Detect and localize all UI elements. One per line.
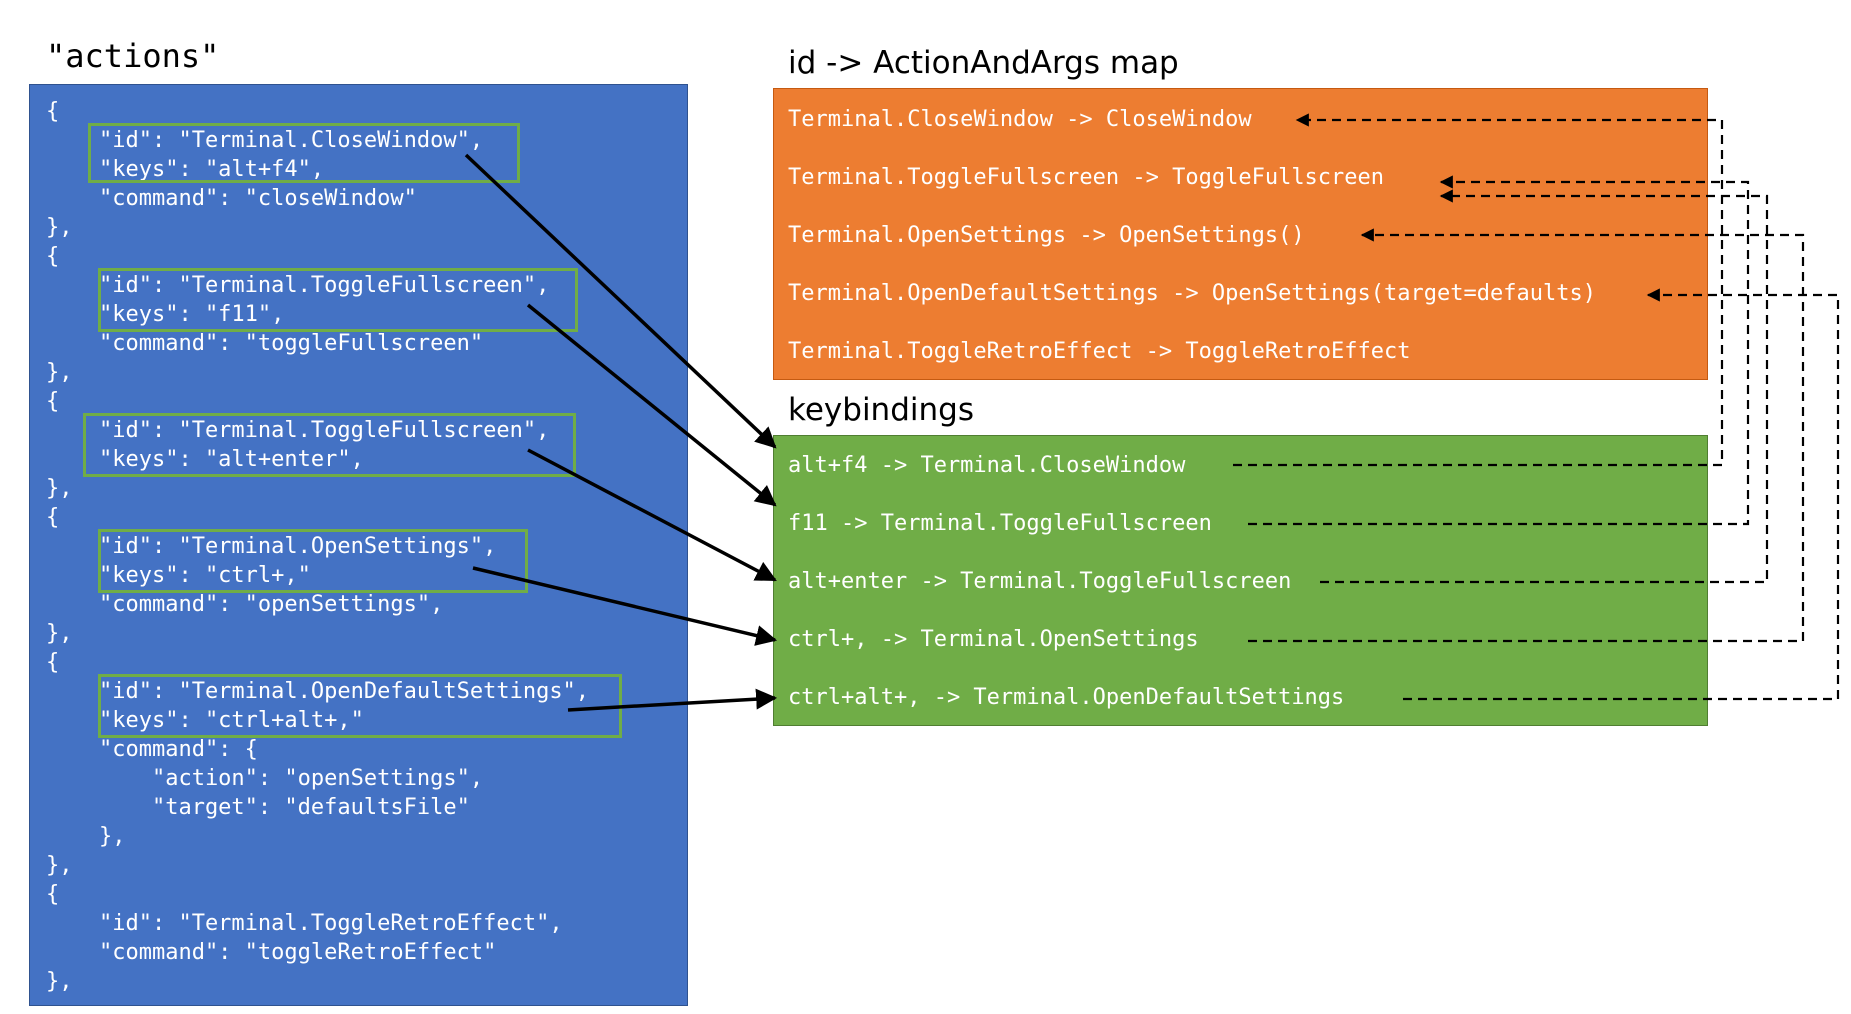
arrow-action-togglefullscreen-enter — [527, 448, 777, 582]
code-line: "command": { — [46, 737, 258, 762]
code-line: }, — [46, 360, 73, 385]
code-line: "command": "openSettings", — [46, 592, 444, 617]
code-line: "id": "Terminal.CloseWindow", — [46, 128, 484, 153]
code-line: "target": "defaultsFile" — [46, 795, 470, 820]
code-line: "id": "Terminal.OpenDefaultSettings", — [46, 679, 590, 704]
code-line: "keys": "ctrl+," — [46, 563, 311, 588]
keybindings-title: keybindings — [788, 392, 974, 428]
code-line: { — [46, 650, 60, 675]
code-line: { — [46, 882, 60, 907]
dashed-link-opensettings — [1248, 228, 1805, 643]
code-line: "command": "toggleRetroEffect" — [46, 940, 497, 965]
dashed-link-togglefullscreen-enter — [1320, 189, 1769, 584]
code-line: "id": "Terminal.ToggleFullscreen", — [46, 418, 550, 443]
code-line: }, — [46, 621, 73, 646]
highlight-box-opensettings — [98, 529, 528, 593]
keybinding-entry: alt+enter -> Terminal.ToggleFullscreen — [788, 569, 1292, 594]
code-line: }, — [46, 853, 73, 878]
map-entry: Terminal.OpenDefaultSettings -> OpenSett… — [788, 281, 1596, 306]
code-line: "keys": "alt+enter", — [46, 447, 364, 472]
code-line: { — [46, 505, 60, 530]
code-line: "keys": "alt+f4", — [46, 157, 325, 182]
code-line: }, — [46, 824, 126, 849]
highlight-box-togglefullscreen-enter — [83, 413, 576, 477]
code-line: "id": "Terminal.OpenSettings", — [46, 534, 497, 559]
code-line: { — [46, 389, 60, 414]
highlight-box-closewindow — [88, 123, 520, 183]
arrow-action-opensettings — [472, 566, 778, 646]
dashed-link-opendefaultsettings — [1403, 288, 1840, 701]
code-line: "command": "closeWindow" — [46, 186, 417, 211]
actions-title: "actions" — [46, 37, 220, 75]
code-line: }, — [46, 476, 73, 501]
arrow-action-opendefaultsettings — [567, 688, 778, 712]
arrow-action-togglefullscreen-f11 — [526, 303, 777, 507]
code-line: "command": "toggleFullscreen" — [46, 331, 484, 356]
map-entry: Terminal.ToggleRetroEffect -> ToggleRetr… — [788, 339, 1411, 364]
map-entry: Terminal.ToggleFullscreen -> ToggleFulls… — [788, 165, 1385, 190]
code-line: }, — [46, 215, 73, 240]
actions-panel: { "id": "Terminal.CloseWindow", "keys": … — [29, 84, 688, 1006]
dashed-link-togglefullscreen-f11 — [1248, 175, 1750, 526]
map-entry: Terminal.CloseWindow -> CloseWindow — [788, 107, 1252, 132]
code-line: "keys": "f11", — [46, 302, 285, 327]
code-line: }, — [46, 969, 73, 994]
code-line: "id": "Terminal.ToggleRetroEffect", — [46, 911, 563, 936]
code-line: "action": "openSettings", — [46, 766, 484, 791]
keybinding-entry: ctrl+alt+, -> Terminal.OpenDefaultSettin… — [788, 685, 1345, 710]
keybinding-entry: alt+f4 -> Terminal.CloseWindow — [788, 453, 1186, 478]
keybindings-panel: alt+f4 -> Terminal.CloseWindow f11 -> Te… — [773, 435, 1708, 726]
keybinding-entry: f11 -> Terminal.ToggleFullscreen — [788, 511, 1212, 536]
code-line: { — [46, 99, 60, 124]
map-entry: Terminal.OpenSettings -> OpenSettings() — [788, 223, 1305, 248]
keybinding-entry: ctrl+, -> Terminal.OpenSettings — [788, 627, 1199, 652]
highlight-box-togglefullscreen-f11 — [98, 268, 578, 332]
code-line: { — [46, 244, 60, 269]
arrow-action-closewindow — [464, 153, 777, 449]
dashed-link-closewindow — [1233, 113, 1724, 467]
map-title: id -> ActionAndArgs map — [788, 45, 1179, 81]
map-panel: Terminal.CloseWindow -> CloseWindow Term… — [773, 88, 1708, 380]
code-line: "keys": "ctrl+alt+," — [46, 708, 364, 733]
code-line: "id": "Terminal.ToggleFullscreen", — [46, 273, 550, 298]
